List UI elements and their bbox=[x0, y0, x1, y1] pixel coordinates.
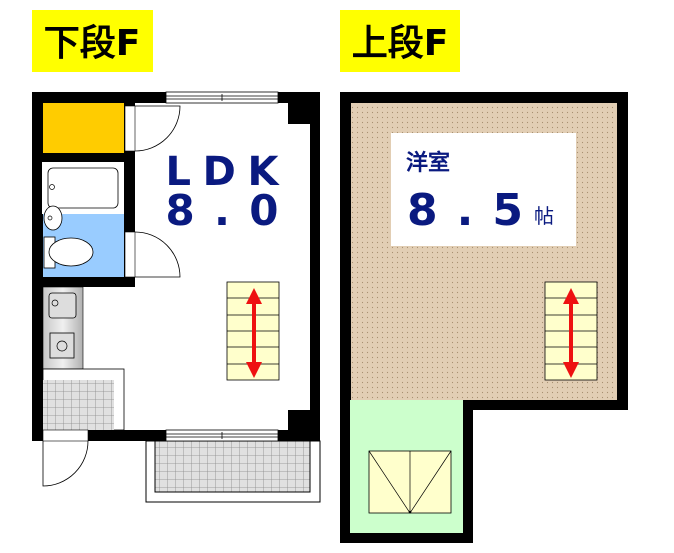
bathtub bbox=[47, 167, 119, 209]
room-size: 8.5 bbox=[407, 185, 523, 236]
stairs-upper bbox=[544, 281, 598, 381]
entrance-door bbox=[42, 440, 89, 487]
window-top bbox=[165, 91, 279, 104]
up-down-arrow-icon bbox=[246, 288, 262, 378]
lower-floor-title: 下段F bbox=[32, 10, 153, 72]
toilet bbox=[48, 237, 94, 267]
stairs-lower bbox=[226, 281, 280, 381]
closet-door bbox=[124, 105, 181, 152]
stove bbox=[49, 332, 75, 359]
closet bbox=[43, 103, 124, 153]
ldk-label: LDK bbox=[166, 149, 281, 195]
room-label-box: 洋室 8.5 帖 bbox=[391, 133, 576, 246]
ladder-hatch bbox=[368, 450, 452, 514]
upper-floor-plan: 洋室 8.5 帖 bbox=[340, 92, 628, 543]
up-down-arrow-icon bbox=[563, 288, 579, 378]
lower-floor-title-text: 下段F bbox=[44, 23, 141, 64]
lower-floor-plan: LDK 8.0 bbox=[32, 91, 321, 503]
kitchen-sink bbox=[48, 292, 77, 319]
sink bbox=[43, 205, 63, 231]
upper-floor-title-text: 上段F bbox=[352, 23, 449, 64]
room-name: 洋室 bbox=[406, 150, 450, 176]
upper-floor-title: 上段F bbox=[340, 10, 460, 72]
window-bottom bbox=[165, 429, 279, 442]
toilet-door bbox=[124, 231, 181, 278]
ldk-size: 8.0 bbox=[166, 186, 279, 235]
room-unit: 帖 bbox=[534, 204, 554, 228]
